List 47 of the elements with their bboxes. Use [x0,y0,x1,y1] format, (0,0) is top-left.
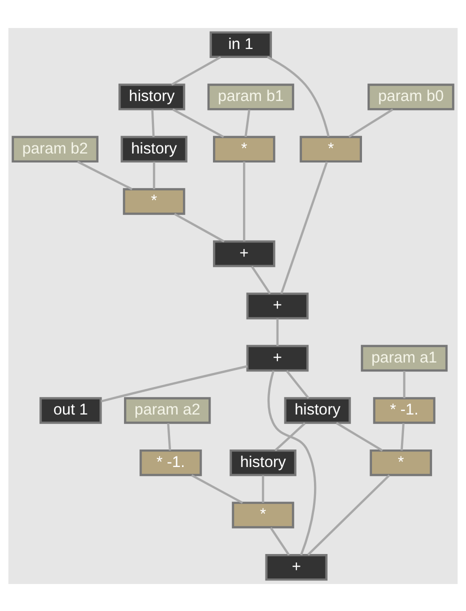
connector [77,160,133,190]
connector [348,108,394,138]
node-box: param b0 [368,83,454,110]
node-box: + [265,553,328,580]
node-box: * [370,448,432,476]
connector [270,526,290,556]
connector [172,108,224,138]
node-box: + [246,344,309,372]
node-box: * -1. [373,396,436,424]
node-box: history [120,135,188,162]
connector [276,318,279,346]
connector [171,56,222,86]
connector [250,265,271,294]
node-box: in 1 [210,30,272,58]
connector [191,474,244,504]
connector [243,161,246,241]
node-box: history [230,448,296,476]
connector [307,474,390,556]
connector [400,422,405,450]
node-box: param b2 [12,135,98,162]
node-box: out 1 [40,396,102,424]
connector [100,364,248,402]
node-box: * [212,135,276,162]
connector [262,475,264,502]
node-box: param b1 [207,83,294,110]
connector [167,422,172,450]
connector [244,109,250,137]
node-box: param a1 [360,344,448,372]
connector [286,370,310,398]
node-box: * [122,188,186,214]
node-box: * [232,501,294,528]
connector [274,422,306,451]
connector [336,422,383,451]
node-box: * -1. [140,448,202,476]
node-box: + [246,292,309,319]
connector [280,161,328,294]
node-box: + [212,240,276,267]
node-box: history [284,396,351,424]
connector [267,370,316,555]
connector [266,55,330,136]
node-box: history [118,83,186,110]
connector [174,212,225,242]
connector [151,109,155,136]
node-box: * [300,135,362,162]
connector [152,161,156,189]
connector [403,370,406,398]
node-box: param a2 [124,396,211,424]
